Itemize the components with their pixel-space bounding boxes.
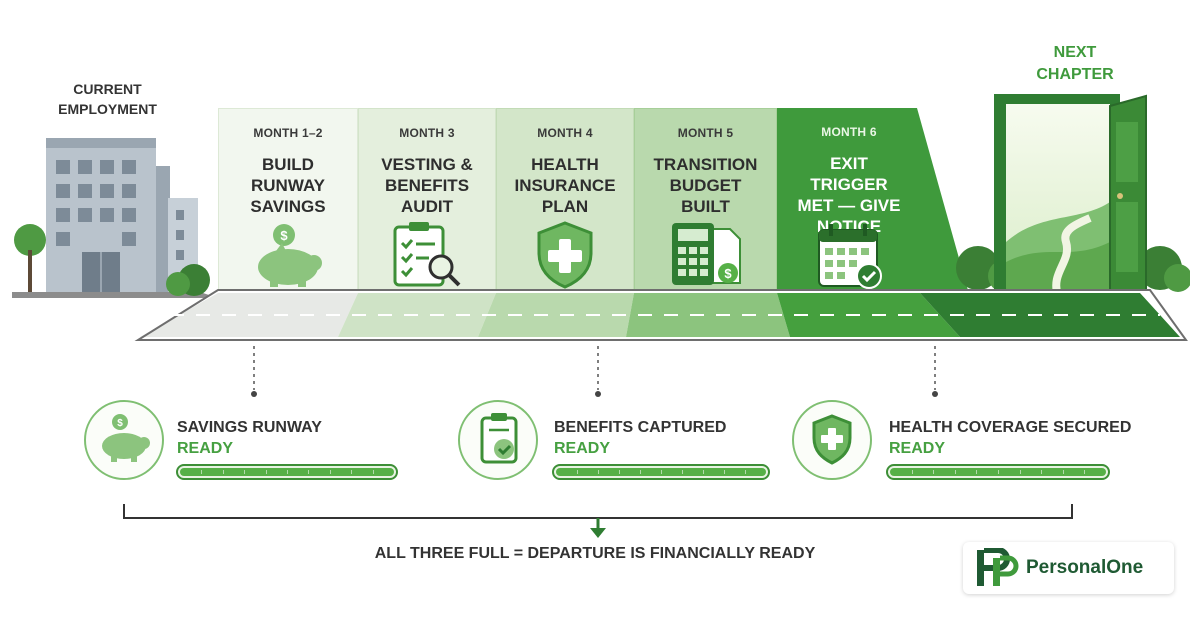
progress-tick: [703, 470, 704, 474]
progress-tick: [1041, 470, 1043, 474]
progress-tick: [661, 470, 662, 474]
progress-tick: [287, 470, 288, 474]
phase-month-label: MONTH 4: [537, 126, 593, 140]
progress-tick: [911, 470, 913, 474]
phase-month-label: MONTH 1–2: [253, 126, 323, 140]
progress-tick: [244, 470, 246, 474]
brand-name: PersonalOne: [1026, 557, 1144, 578]
svg-text:$: $: [117, 418, 123, 429]
phase-month-3: MONTH 3 VESTING & BENEFITS AUDIT: [358, 108, 496, 294]
progress-tick: [1062, 470, 1064, 474]
phase-title: HEALTH INSURANCE PLAN: [514, 155, 616, 216]
progress-tick: [724, 470, 725, 474]
health-progress-bar: [886, 464, 1110, 480]
summary-bracket: [123, 504, 1073, 538]
progress-tick: [351, 470, 353, 474]
savings-status-circle: $: [84, 400, 164, 480]
progress-tick: [640, 470, 641, 474]
svg-text:$: $: [280, 228, 288, 243]
phase-month-label: MONTH 3: [399, 126, 455, 140]
summary-text: ALL THREE FULL = DEPARTURE IS FINANCIALL…: [374, 545, 816, 562]
brand-mark-icon: [977, 548, 1019, 586]
progress-tick: [1084, 470, 1086, 474]
status-ready-label: READY: [177, 440, 234, 457]
benefits-progress-bar: [552, 464, 770, 480]
calculator-icon: $: [671, 223, 741, 285]
phase-month-1-2: MONTH 1–2 BUILD RUNWAY SAVINGS $: [218, 108, 358, 294]
progress-tick: [745, 470, 746, 474]
progress-tick: [998, 470, 999, 474]
progress-ticks: [180, 468, 394, 476]
phase-month-6: MONTH 6 EXIT TRIGGER MET — GIVE NOTICE: [777, 108, 921, 294]
progress-tick: [954, 470, 956, 474]
progress-tick: [265, 470, 267, 474]
clipboard-check-icon: [480, 413, 518, 464]
progress-tick: [933, 470, 935, 474]
timeline-road: [134, 289, 1188, 341]
progress-ticks: [890, 468, 1106, 476]
shield-cross-icon: [537, 221, 593, 289]
progress-tick: [308, 470, 310, 474]
status-title: HEALTH COVERAGE SECURED: [889, 419, 1132, 436]
progress-tick: [329, 470, 331, 474]
next-chapter-label: NEXT CHAPTER: [1036, 44, 1114, 83]
progress-ticks: [556, 468, 766, 476]
open-door-illustration: [956, 94, 1190, 300]
benefits-status-circle: [458, 400, 538, 480]
phase-month-4: MONTH 4 HEALTH INSURANCE PLAN: [496, 108, 634, 294]
progress-tick: [201, 470, 203, 474]
progress-tick: [598, 470, 599, 474]
office-building-illustration: [12, 138, 218, 298]
progress-tick: [619, 470, 620, 474]
brand-logo: PersonalOne: [963, 542, 1174, 594]
status-title: SAVINGS RUNWAY: [177, 419, 322, 436]
phase-title: VESTING & BENEFITS AUDIT: [381, 155, 473, 216]
down-arrow-icon: [590, 528, 606, 538]
progress-tick: [976, 470, 978, 474]
savings-progress-bar: [176, 464, 398, 480]
piggy-bank-icon: $: [102, 414, 150, 462]
phase-month-label: MONTH 5: [677, 126, 734, 140]
progress-tick: [372, 470, 374, 474]
progress-tick: [222, 470, 224, 474]
clipboard-magnifier-icon: [393, 222, 461, 287]
phase-month-label: MONTH 6: [821, 125, 877, 139]
status-ready-label: READY: [889, 440, 946, 457]
progress-tick: [682, 470, 683, 474]
piggy-bank-icon: $: [258, 224, 322, 287]
phase-title: BUILD RUNWAY SAVINGS: [250, 155, 326, 216]
health-status-circle: [792, 400, 872, 480]
svg-text:$: $: [724, 266, 732, 281]
status-title: BENEFITS CAPTURED: [554, 419, 727, 436]
calendar-check-icon: [818, 224, 882, 289]
current-employment-label: CURRENT EMPLOYMENT: [58, 81, 157, 117]
phase-title: TRANSITION BUDGET BUILT: [653, 155, 758, 216]
progress-tick: [577, 470, 578, 474]
connector-lines: [251, 346, 938, 397]
status-ready-label: READY: [554, 440, 611, 457]
progress-tick: [1019, 470, 1021, 474]
shield-cross-icon: [812, 414, 852, 465]
phase-month-5: MONTH 5 TRANSITION BUDGET BUILT $: [634, 108, 777, 294]
